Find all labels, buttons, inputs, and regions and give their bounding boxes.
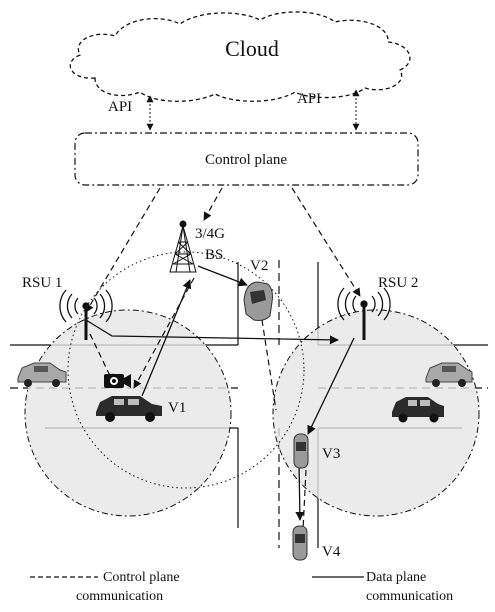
cloud-label: Cloud (225, 36, 279, 61)
v4-label: V4 (322, 544, 341, 560)
v2-label: V2 (250, 258, 268, 274)
bs-label-line2: BS (205, 247, 223, 263)
base-station-tower-icon (169, 220, 197, 273)
v2-car-icon (243, 281, 273, 321)
control-link-bs-v1 (133, 277, 195, 389)
api-label-left: API (108, 99, 132, 115)
legend-control-label-line1: Control plane (103, 570, 180, 585)
control-link-rsu1 (85, 187, 161, 313)
control-link-v2 (261, 319, 277, 411)
left-background-car-icon (17, 362, 67, 387)
v1-label: V1 (168, 400, 186, 416)
rsu2-label: RSU 2 (378, 275, 418, 291)
right-background-car-icon (425, 362, 473, 387)
data-link-rsu2-v3 (307, 337, 355, 435)
v3-label: V3 (322, 446, 340, 462)
control-link-bs (203, 187, 223, 221)
rsu1-antenna-icon (59, 289, 113, 340)
rsu2-antenna-icon (337, 287, 391, 340)
legend-data-label-line1: Data plane (366, 570, 426, 585)
control-plane-label: Control plane (205, 152, 287, 168)
control-link-rsu2 (291, 187, 361, 297)
api-label-right: API (297, 91, 321, 107)
v4-car-icon (292, 525, 308, 561)
v3-car-icon (293, 433, 309, 469)
control-plane-box: Control plane (74, 132, 419, 186)
bs-coverage-area (67, 251, 305, 489)
right-dark-car-icon (392, 397, 444, 423)
v1-car-icon (96, 396, 162, 422)
legend-control-label-line2: communication (76, 589, 163, 604)
legend-data-label-line2: communication (366, 589, 453, 604)
bs-label-line1: 3/4G (195, 226, 225, 242)
data-link-rsu1-rsu2 (85, 319, 339, 345)
data-link-v3-v4 (295, 461, 305, 521)
data-plane-links (85, 265, 355, 521)
cloud: Cloud (69, 11, 411, 102)
data-link-v1-bs (141, 279, 192, 397)
rsu1-label: RSU 1 (22, 275, 62, 291)
api-links: API API (108, 89, 360, 131)
rsu2-coverage-area (272, 309, 480, 517)
camera-icon (104, 374, 131, 388)
data-link-bs-v2 (197, 265, 248, 287)
legend: Control plane communication Data plane c… (30, 570, 453, 604)
